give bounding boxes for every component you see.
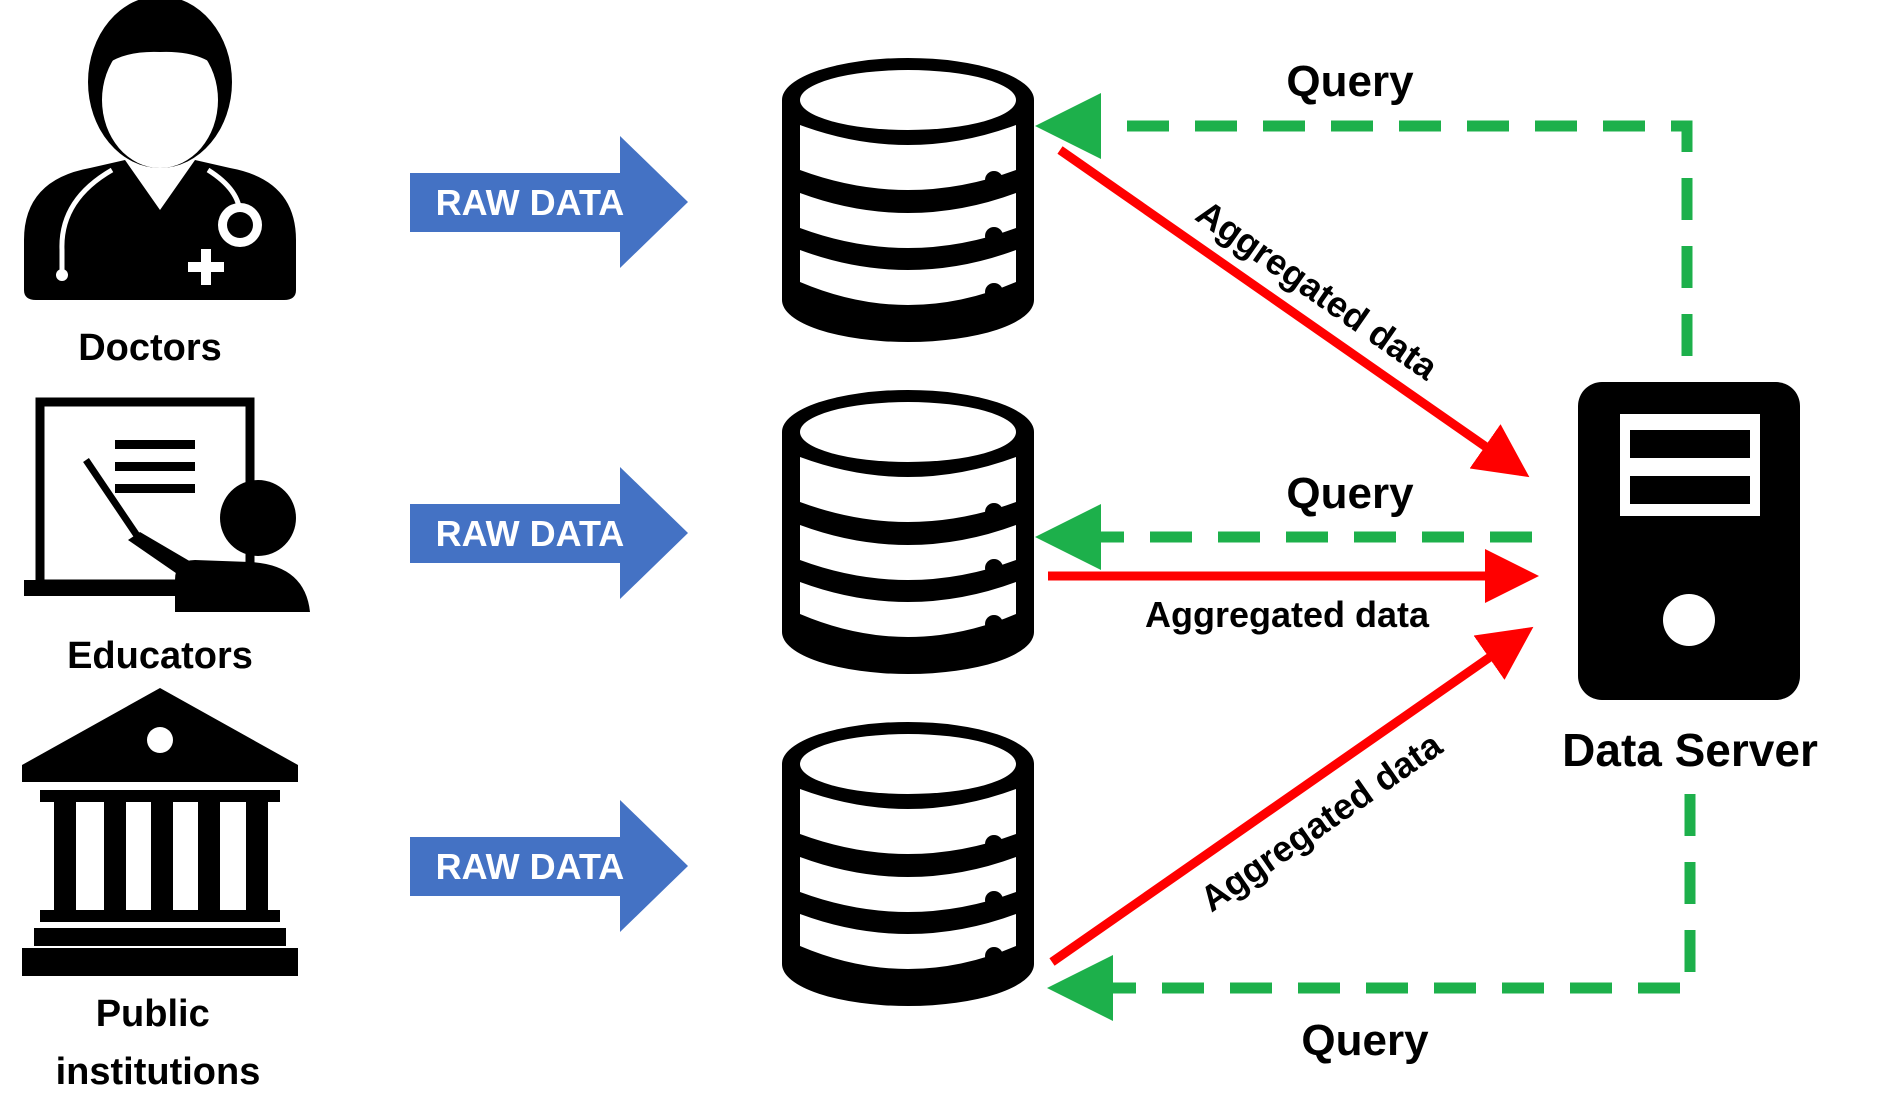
raw-data-arrow-1: RAW DATA [410, 136, 688, 268]
raw-data-arrow-2: RAW DATA [410, 467, 688, 599]
svg-text:RAW DATA: RAW DATA [436, 182, 625, 223]
query-label-top: Query [1286, 57, 1414, 106]
aggregated-label-bottom: Aggregated data [1193, 723, 1450, 919]
svg-text:RAW DATA: RAW DATA [436, 513, 625, 554]
svg-text:RAW DATA: RAW DATA [436, 846, 625, 887]
raw-data-arrow-3: RAW DATA [410, 800, 688, 932]
query-label-bottom: Query [1301, 1016, 1429, 1065]
aggregated-arrow-top [1057, 146, 1530, 478]
public-institutions-label: Public institutions [56, 993, 261, 1093]
educator-icon [24, 397, 310, 612]
doctor-icon [24, 0, 296, 300]
query-arrow-top [1035, 93, 1693, 356]
public-institutions-label-line-2: institutions [56, 1051, 261, 1093]
data-server-icon [1578, 382, 1800, 700]
query-label-middle: Query [1286, 469, 1414, 518]
public-institutions-label-line-1: Public [96, 993, 210, 1035]
data-server-label: Data Server [1562, 724, 1818, 776]
database-icon-3 [782, 722, 1034, 1006]
aggregated-label-middle: Aggregated data [1145, 594, 1430, 635]
institution-icon [22, 688, 298, 976]
database-icon-2 [782, 390, 1034, 674]
query-arrow-bottom [1047, 794, 1696, 1021]
database-icon-1 [782, 58, 1034, 342]
educators-label: Educators [67, 635, 253, 677]
aggregated-arrow-bottom [1049, 626, 1534, 966]
doctors-label: Doctors [78, 327, 222, 369]
aggregated-label-top: Aggregated data [1189, 192, 1446, 389]
